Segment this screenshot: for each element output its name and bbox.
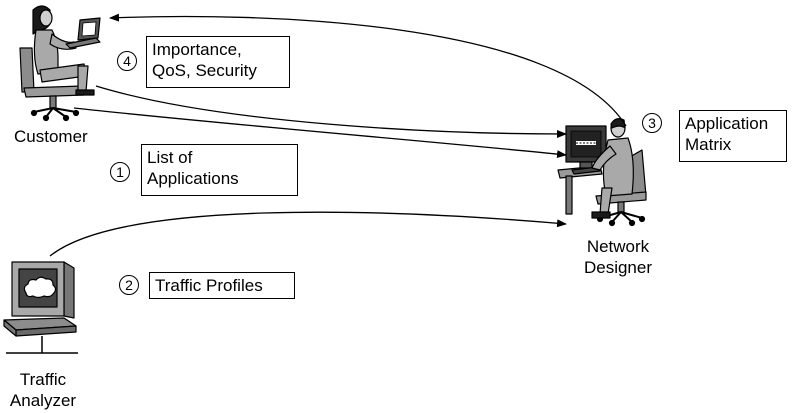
- step-3-label-line2: Matrix: [685, 135, 732, 154]
- step-1-label-box: List of Applications: [141, 144, 298, 196]
- network-designer-label-line1: Network: [586, 237, 650, 256]
- step-1-label-line1: List of: [147, 148, 193, 167]
- arrow-designer-to-customer: [109, 13, 627, 127]
- step-1-label-line2: Applications: [147, 169, 239, 188]
- step-4-label-line1: Importance,: [152, 40, 242, 59]
- network-designer-label: Network Designer: [568, 236, 668, 278]
- network-designer-label-line2: Designer: [583, 258, 653, 277]
- step-1-number: 1: [110, 162, 130, 182]
- step-4-label-line2: QoS, Security: [152, 61, 257, 80]
- traffic-analyzer-label-line1: Traffic: [19, 370, 67, 389]
- traffic-analyzer-label: Traffic Analyzer: [0, 369, 86, 411]
- network-analyzer-computer-icon: [3, 261, 77, 337]
- person-with-laptop-icon: [19, 5, 101, 122]
- arrow-customer-to-designer-upper: [95, 85, 567, 138]
- customer-label: Customer: [14, 127, 88, 146]
- step-2-number: 2: [119, 275, 139, 295]
- network-link: [6, 336, 78, 354]
- step-3-number: 3: [642, 113, 662, 133]
- arrow-analyzer-to-designer: [49, 211, 567, 257]
- person-at-workstation-icon: [557, 118, 647, 227]
- arrow-customer-to-designer-lower: [73, 107, 567, 159]
- traffic-analyzer-label-line2: Analyzer: [9, 391, 77, 410]
- step-3-label-box: Application Matrix: [679, 110, 787, 162]
- step-2-label-box: Traffic Profiles: [149, 272, 295, 299]
- step-4-number: 4: [117, 51, 137, 71]
- step-2-label-line1: Traffic Profiles: [155, 276, 263, 295]
- step-3-label-line1: Application: [685, 114, 769, 133]
- step-4-label-box: Importance, QoS, Security: [146, 36, 290, 88]
